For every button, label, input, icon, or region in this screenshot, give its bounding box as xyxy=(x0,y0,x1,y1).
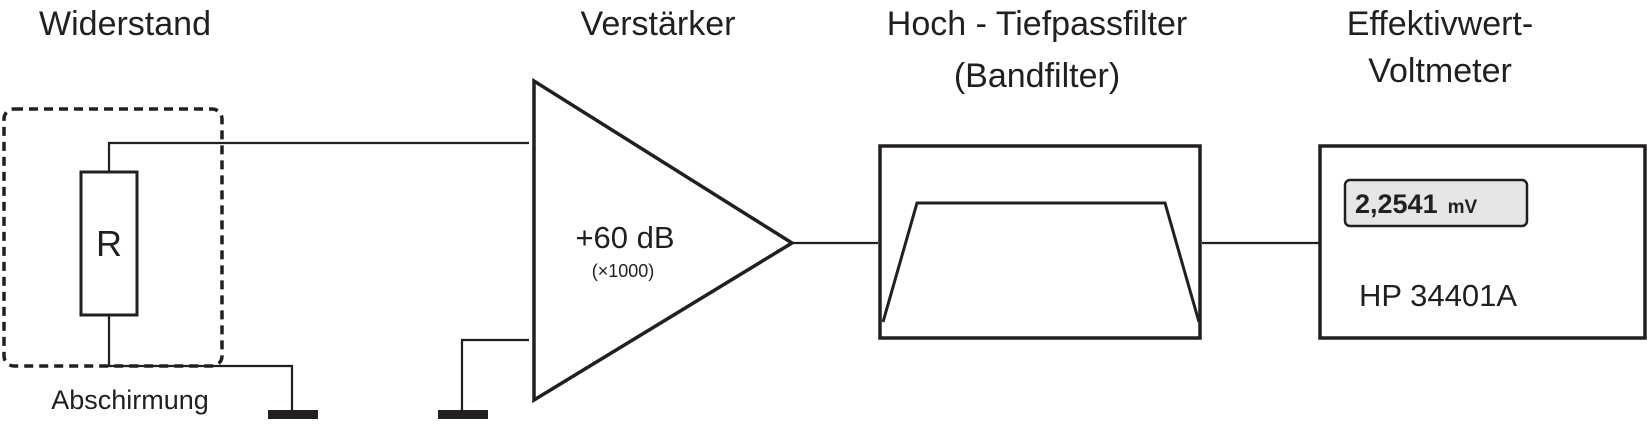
ground-symbol-amplifier xyxy=(438,410,488,419)
bandfilter-box xyxy=(878,144,1202,340)
amplifier-factor: (×1000) xyxy=(592,261,655,281)
resistor-top-wire xyxy=(107,141,529,172)
voltmeter-header-line2: Voltmeter xyxy=(1368,52,1512,90)
resistor-label: R xyxy=(96,223,122,264)
amplifier-ground-wire xyxy=(460,338,529,410)
voltmeter-box xyxy=(1318,144,1647,340)
voltmeter-reading: 2,2541 mV xyxy=(1355,189,1477,219)
filter-header-line2: (Bandfilter) xyxy=(954,57,1120,95)
resistor-symbol xyxy=(79,170,139,317)
amplifier-gain: +60 dB xyxy=(575,220,674,255)
resistor-ground-wire xyxy=(107,315,294,410)
reading-unit: mV xyxy=(1448,197,1478,218)
filter-passband-curve xyxy=(881,201,1201,323)
shield-box xyxy=(2,107,224,368)
voltmeter-model: HP 34401A xyxy=(1359,278,1517,313)
filter-header-line1: Hoch - Tiefpassfilter xyxy=(887,5,1187,43)
amplifier-header: Verstärker xyxy=(581,5,736,43)
voltmeter-header-line1: Effektivwert- xyxy=(1347,5,1533,43)
voltmeter-display xyxy=(1343,178,1529,228)
resistor-header: Widerstand xyxy=(39,5,211,43)
amplifier-triangle xyxy=(532,77,796,404)
reading-value: 2,2541 xyxy=(1355,189,1438,219)
ground-symbol-resistor xyxy=(268,410,318,419)
shield-label: Abschirmung xyxy=(51,385,209,415)
